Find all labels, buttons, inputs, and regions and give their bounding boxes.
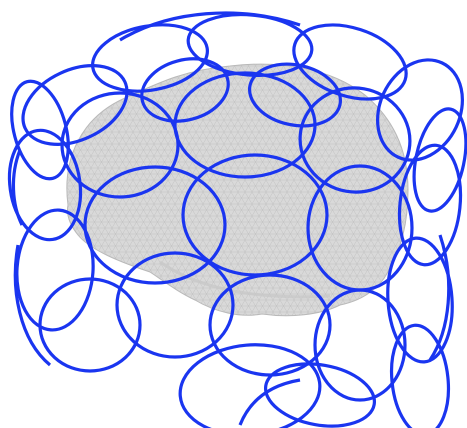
coil-strand (120, 13, 300, 40)
coil-strand (13, 150, 22, 225)
brain-surface (67, 64, 408, 316)
brain-mesh (67, 64, 408, 316)
